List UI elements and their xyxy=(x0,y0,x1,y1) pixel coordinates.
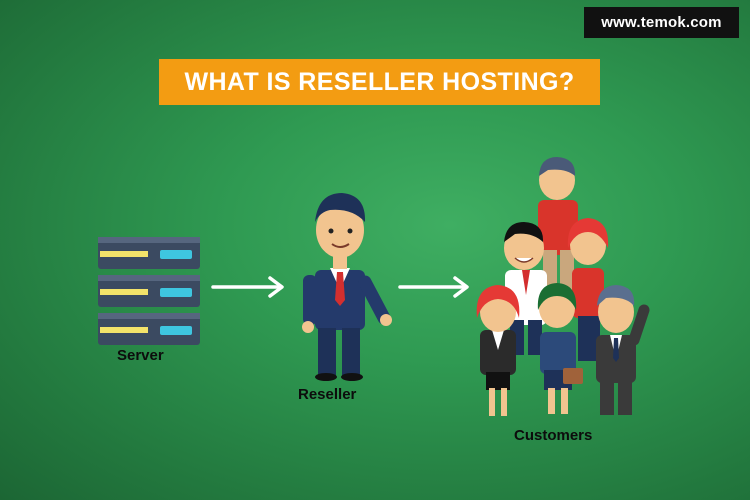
page-title: WHAT IS RESELLER HOSTING? xyxy=(159,59,600,105)
customers-group xyxy=(476,157,650,416)
customer-figure xyxy=(596,285,650,415)
server-unit xyxy=(98,313,200,345)
server-label: Server xyxy=(117,347,164,364)
arrow-right-icon xyxy=(211,276,284,298)
reseller-label: Reseller xyxy=(298,386,357,403)
server-unit xyxy=(98,237,200,269)
arrow-right-icon xyxy=(398,276,469,298)
customer-figure xyxy=(538,157,578,290)
site-watermark: www.temok.com xyxy=(584,7,739,38)
customer-figure xyxy=(567,218,609,361)
customers-label: Customers xyxy=(514,427,593,444)
customer-figure xyxy=(476,285,520,416)
reseller-figure xyxy=(302,193,392,381)
server-unit xyxy=(98,275,200,307)
customer-figure xyxy=(537,283,583,414)
server-icon xyxy=(98,237,200,345)
